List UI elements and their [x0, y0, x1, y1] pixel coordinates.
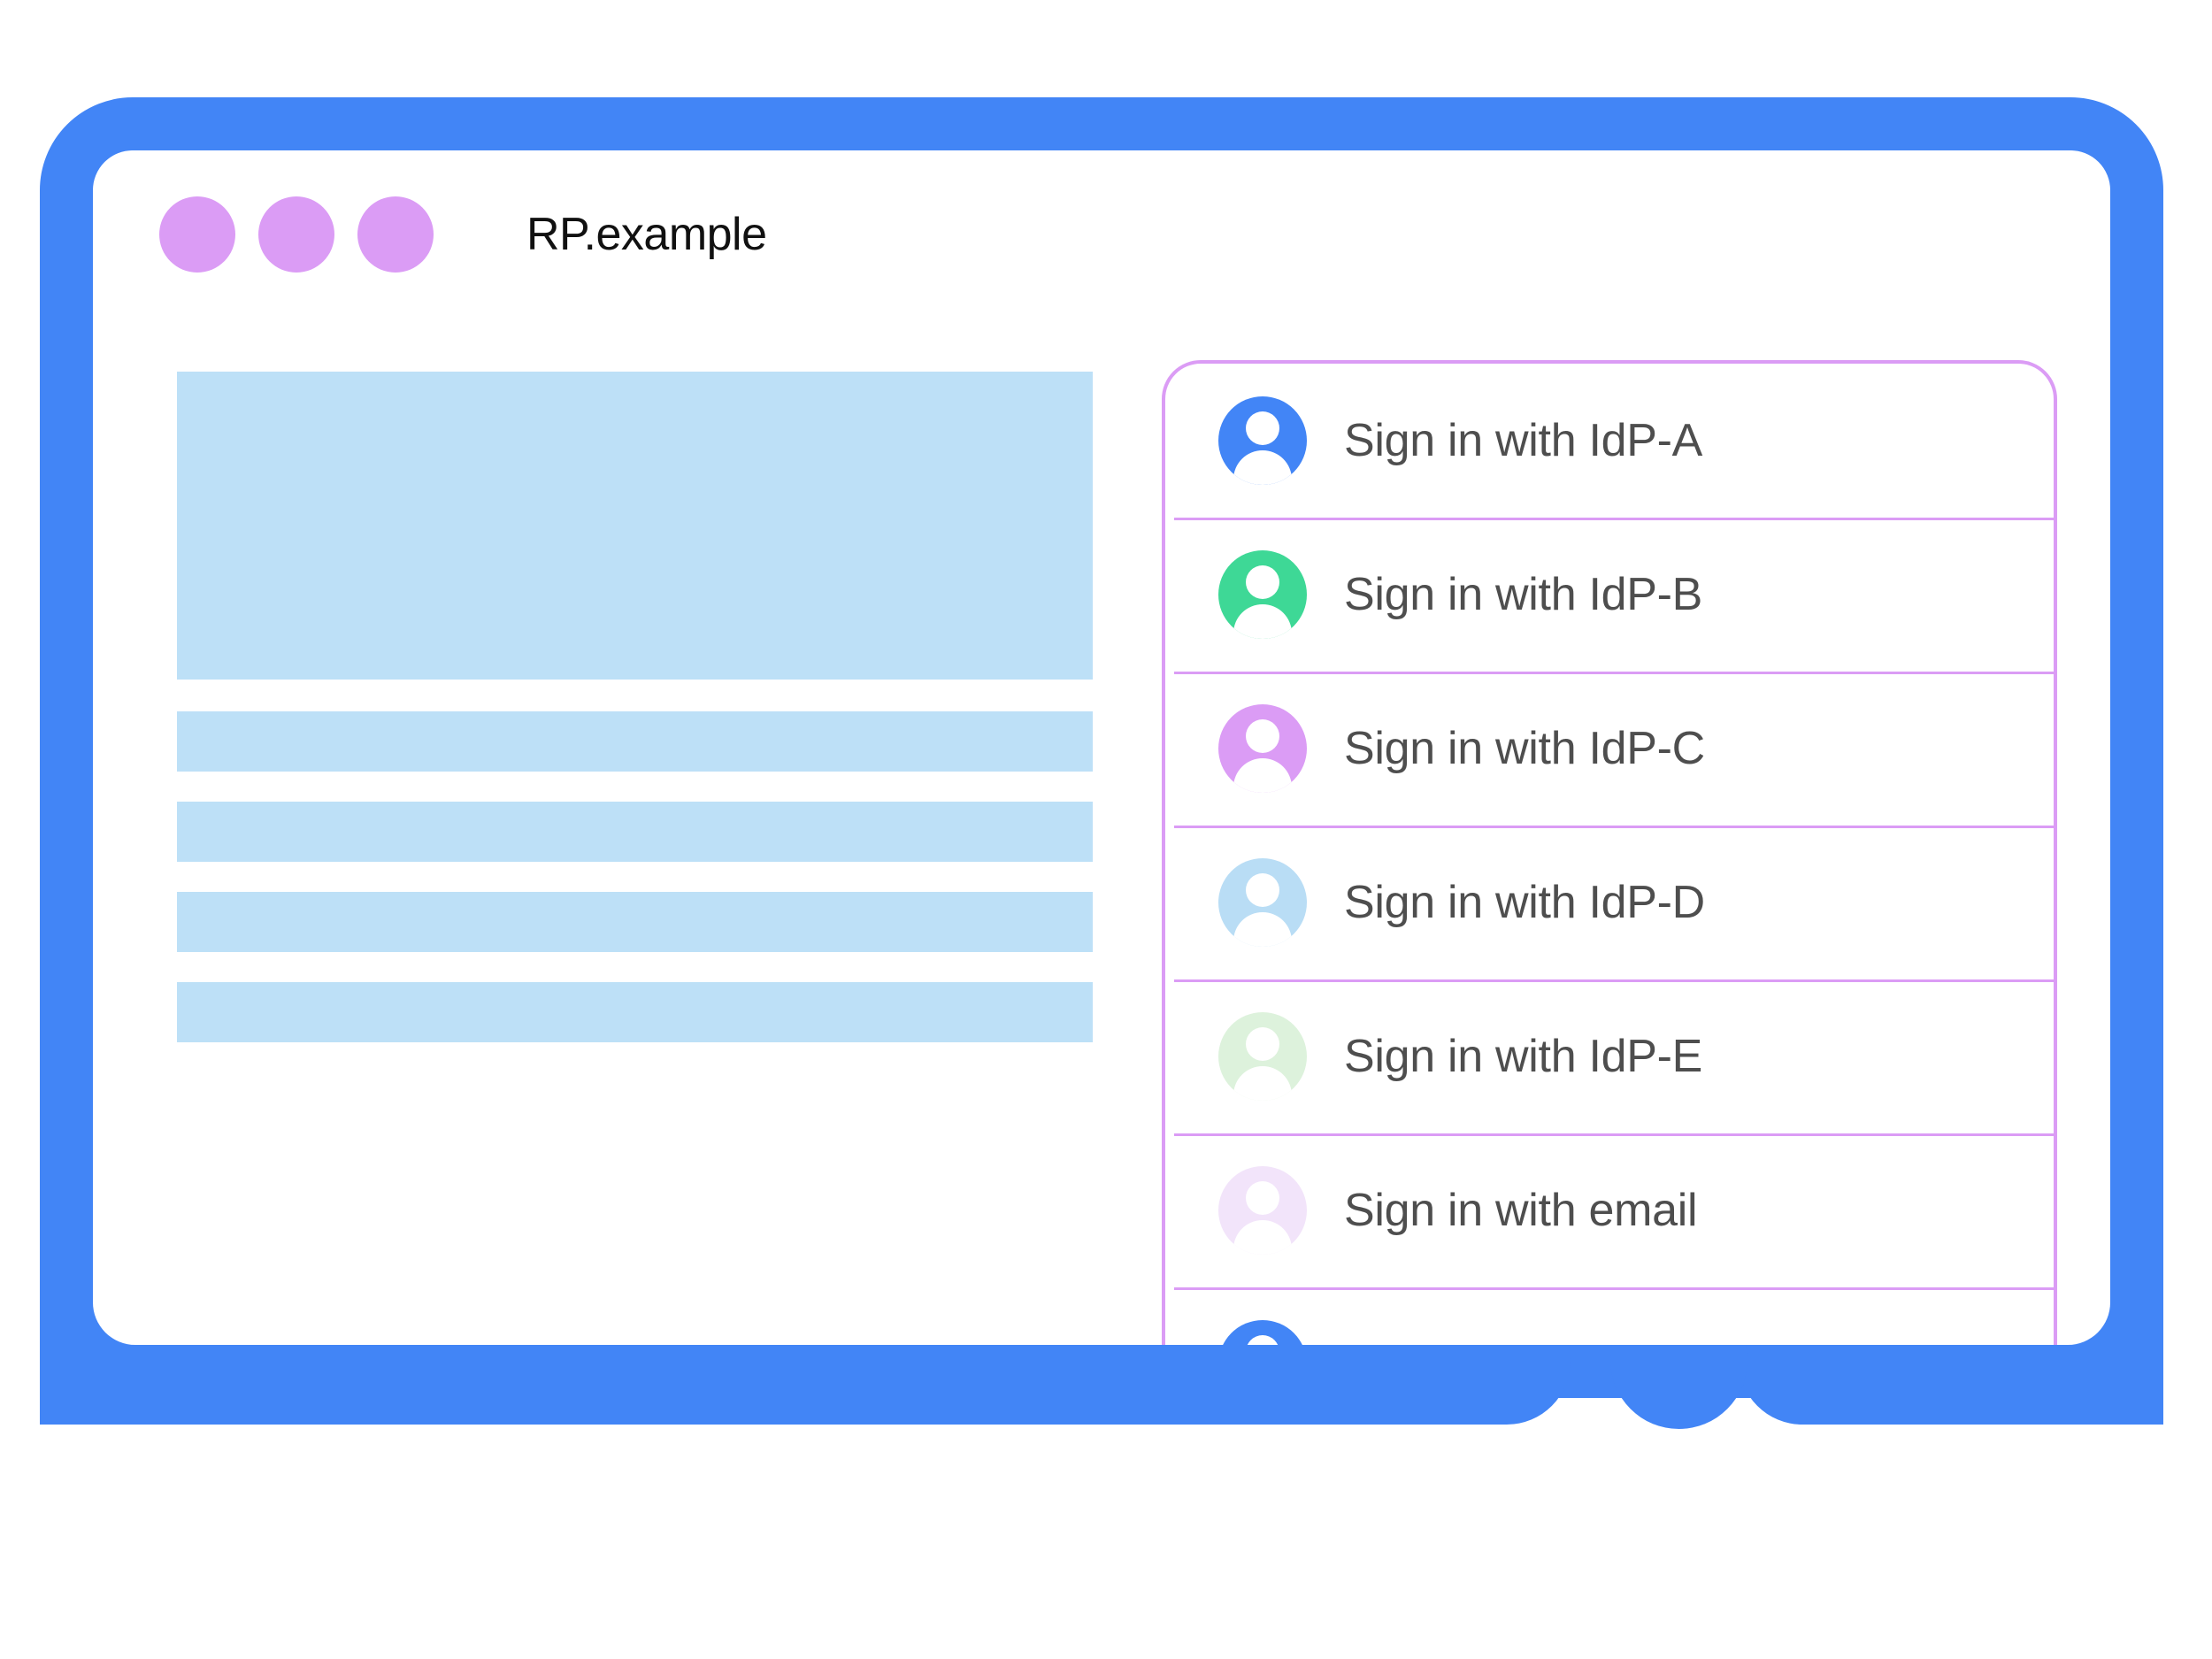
signin-option-label: Sign in with IdP-E: [1344, 1031, 1703, 1082]
window-dot-close-icon[interactable]: [159, 196, 235, 273]
signin-option-email[interactable]: Sign in with email: [1165, 1133, 2054, 1287]
signin-option-idp-e[interactable]: Sign in with IdP-E: [1165, 979, 2054, 1133]
text-block-2: [177, 802, 1093, 862]
signin-option-label: Sign in with email: [1344, 1185, 1698, 1236]
avatar-icon: [1218, 858, 1307, 947]
page-surface: RP.example Sign in with IdP-A: [93, 150, 2110, 1345]
text-block-1: [177, 711, 1093, 772]
text-block-4: [177, 982, 1093, 1042]
account-chooser-panel: Sign in with IdP-A Sign in with IdP-B Si…: [1162, 360, 2057, 1345]
signin-option-sms[interactable]: Sign in with SMS: [1165, 1287, 2054, 1345]
signin-option-label: Sign in with SMS: [1344, 1338, 1688, 1345]
window-controls: [159, 196, 434, 273]
window-dot-maximize-icon[interactable]: [357, 196, 434, 273]
text-block-3: [177, 892, 1093, 952]
signin-option-idp-b[interactable]: Sign in with IdP-B: [1165, 518, 2054, 672]
content-placeholders: [177, 372, 1093, 1042]
hero-block: [177, 372, 1093, 680]
signin-option-idp-c[interactable]: Sign in with IdP-C: [1165, 672, 2054, 826]
signin-option-label: Sign in with IdP-B: [1344, 569, 1703, 620]
browser-toolbar: RP.example: [93, 150, 2110, 319]
signin-option-idp-d[interactable]: Sign in with IdP-D: [1165, 826, 2054, 979]
avatar-icon: [1218, 1320, 1307, 1345]
window-dot-minimize-icon[interactable]: [258, 196, 334, 273]
avatar-icon: [1218, 396, 1307, 485]
avatar-icon: [1218, 1166, 1307, 1255]
avatar-icon: [1218, 1012, 1307, 1101]
signin-option-idp-a[interactable]: Sign in with IdP-A: [1165, 364, 2054, 518]
avatar-icon: [1218, 550, 1307, 639]
device-frame: RP.example Sign in with IdP-A: [40, 97, 2163, 1557]
signin-option-label: Sign in with IdP-A: [1344, 415, 1703, 466]
signin-option-label: Sign in with IdP-C: [1344, 723, 1705, 774]
signin-option-label: Sign in with IdP-D: [1344, 877, 1705, 928]
avatar-icon: [1218, 704, 1307, 793]
page-title: RP.example: [526, 209, 767, 260]
